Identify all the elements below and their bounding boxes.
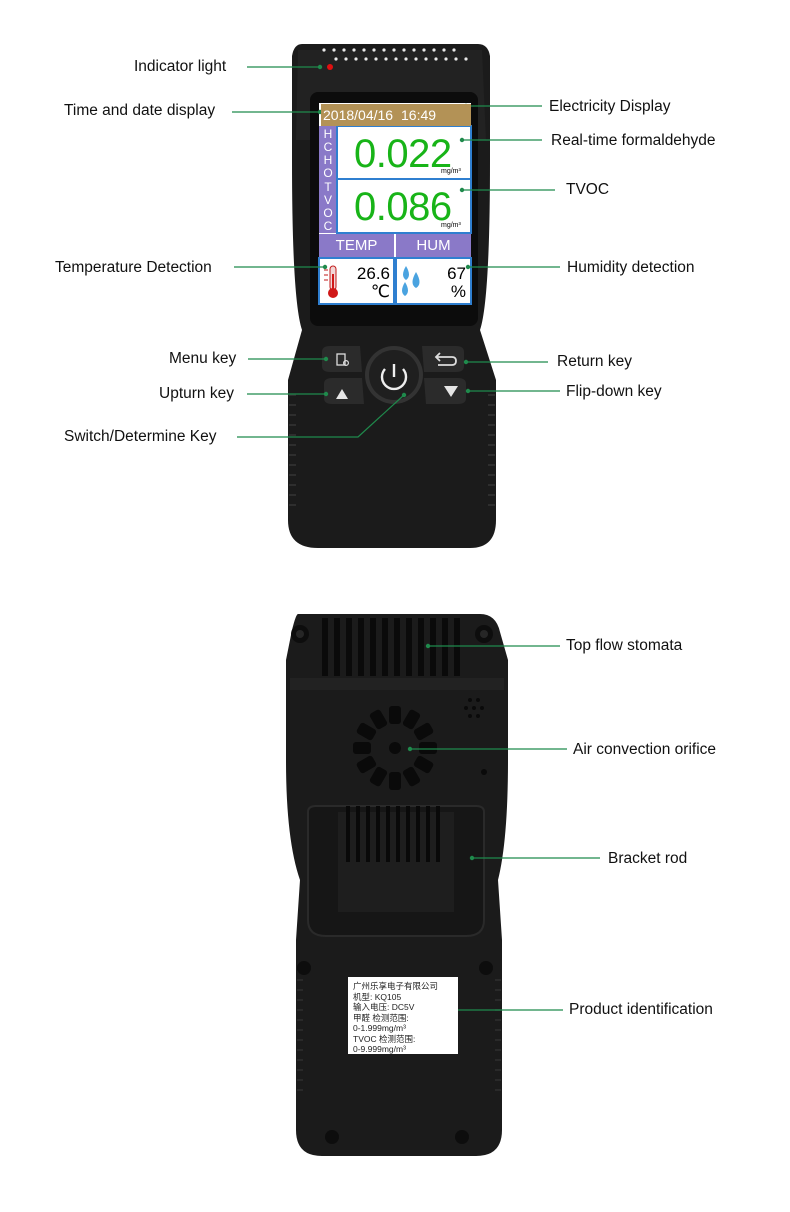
- bracket-rod: [307, 805, 485, 937]
- temp-header: TEMP: [335, 237, 378, 254]
- hum-unit: %: [450, 282, 466, 301]
- power-key: [365, 346, 423, 404]
- air-convection-orifice: [353, 706, 437, 790]
- top-vent-slots: [322, 618, 460, 676]
- callout-menu-key: Menu key: [169, 350, 237, 367]
- callout-formaldehyde: Real-time formaldehyde: [551, 132, 716, 149]
- water-drops-icon: [402, 266, 420, 296]
- hcho-unit: mg/m³: [441, 168, 461, 175]
- callout-indicator-light: Indicator light: [134, 58, 227, 75]
- sticker-line: 0-1.999mg/m³: [353, 1023, 406, 1033]
- callout-top-flow: Top flow stomata: [566, 637, 683, 654]
- callout-lines: [232, 66, 600, 1011]
- sticker-line: 广州乐享电子有限公司: [353, 981, 439, 991]
- top-vent-dots: [322, 48, 468, 61]
- callout-electricity: Electricity Display: [549, 98, 671, 115]
- hum-header: HUM: [416, 237, 451, 254]
- callout-upturn-key: Upturn key: [159, 385, 234, 402]
- menu-key: [322, 346, 362, 372]
- tvoc-value: 0.086: [354, 185, 452, 229]
- screen-time: 16:49: [401, 107, 437, 123]
- upturn-key: [324, 378, 364, 404]
- return-key: [422, 346, 464, 372]
- callout-humidity: Humidity detection: [567, 259, 695, 276]
- temp-unit: ℃: [370, 282, 390, 301]
- sticker-line: 机型: KQ105: [353, 991, 402, 1002]
- callout-product-id: Product identification: [569, 1001, 713, 1018]
- sticker-line: 0-9.999mg/m³: [353, 1044, 406, 1054]
- callout-tvoc: TVOC: [566, 181, 610, 198]
- sticker-line: TVOC 检测范围:: [353, 1033, 416, 1044]
- callout-flipdown-key: Flip-down key: [566, 383, 662, 400]
- front-device: [288, 44, 496, 548]
- thermometer-icon: [324, 265, 338, 298]
- indicator-light-dot: [327, 64, 333, 70]
- hum-value: 67: [447, 264, 466, 283]
- hcho-value: 0.022: [354, 132, 452, 176]
- callout-time-date: Time and date display: [64, 102, 216, 119]
- temp-value: 26.6: [356, 264, 390, 283]
- callout-air-convection: Air convection orifice: [573, 741, 717, 758]
- callout-bracket-rod: Bracket rod: [608, 850, 688, 867]
- product-label-sticker: 广州乐享电子有限公司 机型: KQ105 输入电压: DC5V 甲醛 检测范围:…: [348, 977, 458, 1054]
- screen-date: 2018/04/16: [323, 107, 394, 123]
- tvoc-unit: mg/m³: [441, 222, 461, 229]
- callout-temperature: Temperature Detection: [55, 259, 212, 276]
- callout-return-key: Return key: [557, 353, 632, 370]
- speaker-dots: [464, 698, 484, 718]
- callout-switch-key: Switch/Determine Key: [64, 428, 217, 445]
- screen-date-bar: 2018/04/16 16:49: [321, 104, 471, 126]
- sticker-line: 甲醛 检测范围:: [353, 1012, 409, 1023]
- sticker-line: 输入电压: DC5V: [353, 1002, 415, 1012]
- back-device: [286, 614, 508, 1156]
- flip-down-key: [424, 378, 466, 404]
